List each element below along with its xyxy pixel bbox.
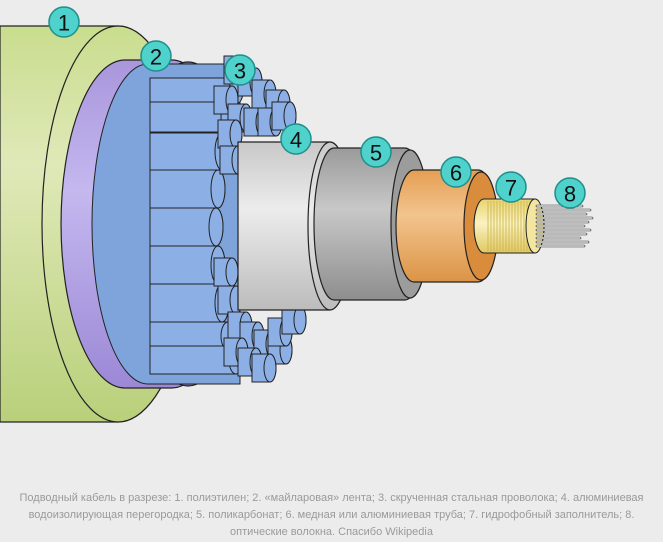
marker-5-label: 5: [370, 141, 382, 166]
marker-4-label: 4: [290, 128, 302, 153]
cable-cross-section-diagram: 1 2 3 4 5 6 7 8: [0, 6, 594, 423]
marker-1: 1: [48, 6, 80, 38]
steel-wire: [217, 119, 243, 149]
steel-wire: [149, 207, 224, 247]
marker-2: 2: [140, 40, 172, 72]
marker-4: 4: [280, 123, 312, 155]
steel-wire: [149, 283, 230, 323]
figure-caption: Подводный кабель в разрезе: 1. полиэтиле…: [19, 492, 644, 538]
marker-8-label: 8: [564, 182, 576, 207]
marker-1-label: 1: [58, 11, 70, 36]
marker-7-label: 7: [505, 176, 517, 201]
marker-3: 3: [224, 54, 256, 86]
steel-wire: [271, 101, 297, 131]
marker-6: 6: [440, 156, 472, 188]
marker-2-label: 2: [150, 45, 162, 70]
steel-wire: [149, 132, 230, 171]
layer-8-optical-fibers: [535, 204, 594, 248]
layer-7-hydrophobic-filler: [473, 198, 545, 254]
marker-5: 5: [360, 136, 392, 168]
marker-7: 7: [495, 171, 527, 203]
marker-3-label: 3: [234, 59, 246, 84]
steel-wire: [251, 353, 277, 383]
marker-6-label: 6: [450, 161, 462, 186]
steel-wire: [149, 169, 226, 209]
marker-8: 8: [554, 177, 586, 209]
steel-wire: [213, 257, 239, 287]
